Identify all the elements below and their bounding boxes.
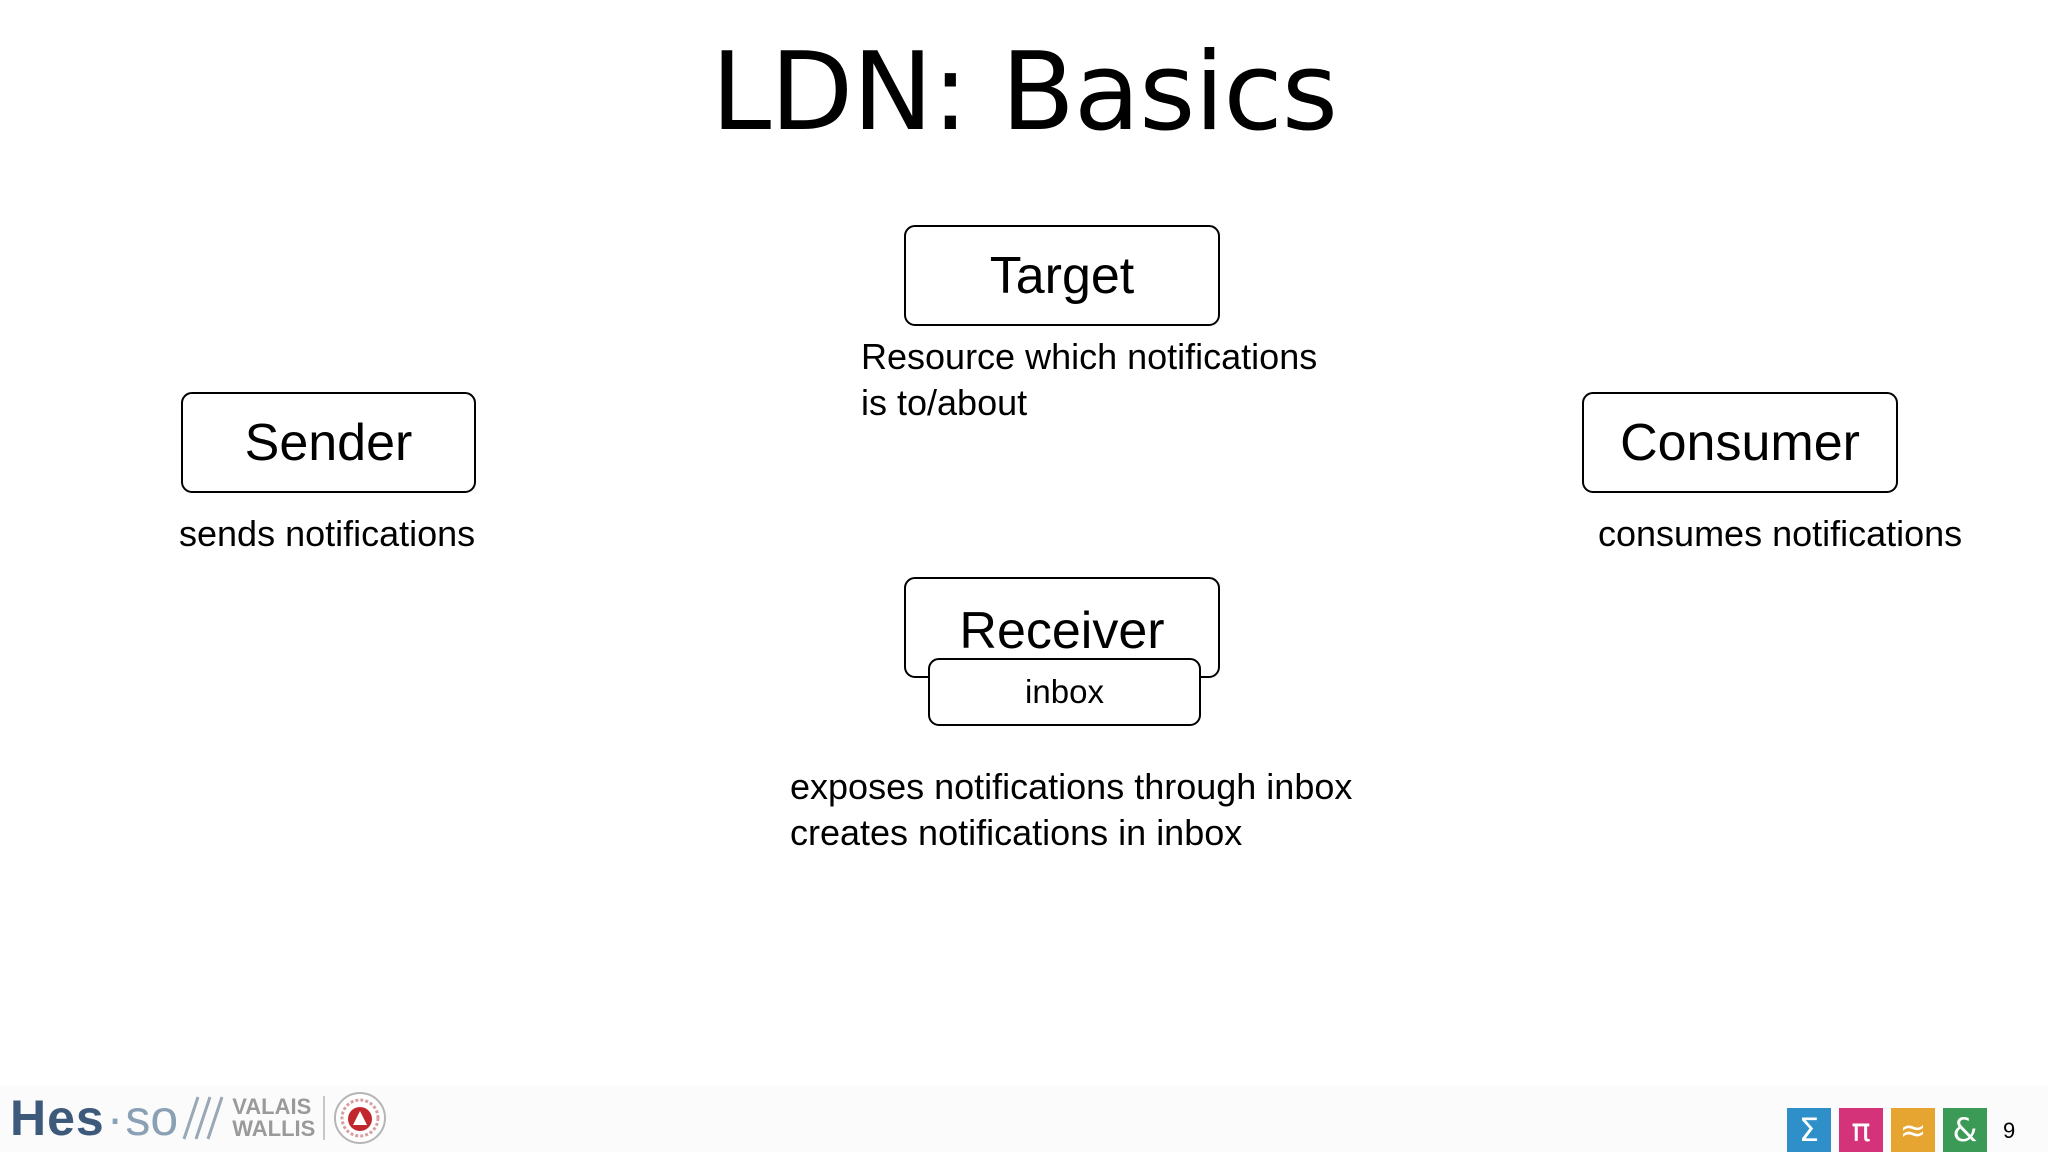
consumer-caption: consumes notifications	[1598, 513, 1963, 554]
target-label: Target	[989, 246, 1135, 305]
target-caption-line1: Resource which notifications	[861, 336, 1318, 377]
inbox-box: inbox	[928, 658, 1201, 726]
target-caption-line2: is to/about	[861, 382, 1028, 423]
approx-tile-icon: ≈	[1891, 1108, 1935, 1152]
target-box: Target	[904, 225, 1220, 326]
receiver-caption-line2: creates notifications in inbox	[790, 812, 1243, 853]
symbol-tiles: Σ π ≈ &	[1787, 1108, 1987, 1152]
logo-region-line1: VALAIS	[232, 1094, 312, 1119]
logo-slashes-icon	[182, 1096, 224, 1140]
ampersand-tile-icon: &	[1943, 1108, 1987, 1152]
target-caption: Resource which notifications is to/about	[861, 334, 1317, 426]
logo-region-line2: WALLIS	[232, 1116, 316, 1141]
logo-hes-text: Hes	[10, 1090, 105, 1146]
pi-tile-icon: π	[1839, 1108, 1883, 1152]
receiver-caption: exposes notifications through inbox crea…	[790, 764, 1352, 856]
sender-box: Sender	[181, 392, 476, 493]
sender-label: Sender	[244, 413, 413, 472]
sender-caption: sends notifications	[179, 513, 476, 554]
hes-so-logo: Hes · so VALAIS WALLIS	[10, 1088, 387, 1148]
logo-so-text: so	[125, 1090, 179, 1146]
inbox-label: inbox	[1025, 673, 1104, 710]
receiver-caption-line1: exposes notifications through inbox	[790, 766, 1353, 807]
consumer-label: Consumer	[1620, 413, 1860, 472]
sigma-tile-icon: Σ	[1787, 1108, 1831, 1152]
slide-title: LDN: Basics	[710, 30, 1338, 155]
consumer-box: Consumer	[1582, 392, 1898, 493]
seal-icon	[334, 1092, 387, 1144]
receiver-label: Receiver	[959, 602, 1165, 660]
logo-region: VALAIS WALLIS	[232, 1094, 326, 1141]
logo-dot: ·	[106, 1090, 124, 1146]
page-number: 9	[2003, 1118, 2016, 1143]
